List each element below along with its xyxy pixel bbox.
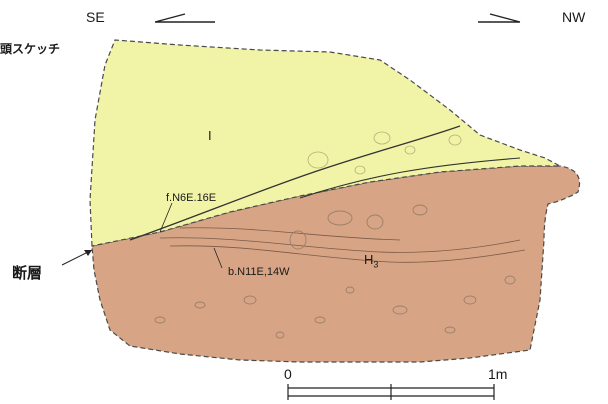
unit-label-h3-sub: 3 [373,260,378,270]
unit-label-h3-main: H [364,252,373,267]
unit-label-i: I [208,128,212,143]
direction-label-nw: NW [562,9,585,25]
scale-end-label: 1m [488,366,507,382]
sketch-title: 頭スケッチ [0,40,60,57]
unit-label-h3: H3 [364,252,378,270]
direction-label-se: SE [86,9,105,25]
fault-label: 断層 [12,262,42,283]
bedding-measurement: b.N11E,14W [228,266,290,278]
scale-start-label: 0 [284,366,292,382]
fault-plane-measurement: f.N6E.16E [166,192,216,204]
scale-bar [288,384,494,400]
arrow-left-icon [155,14,215,22]
arrow-right-icon [478,14,520,22]
